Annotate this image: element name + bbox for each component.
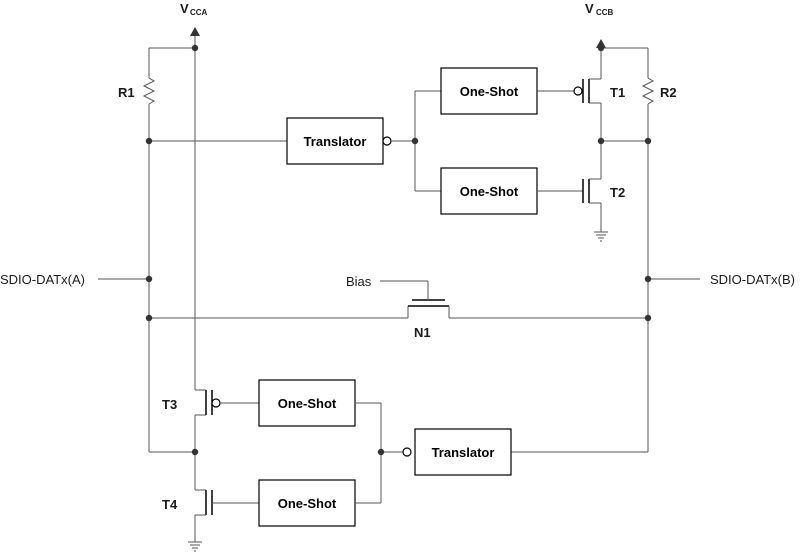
bias-label: Bias (346, 274, 372, 289)
vccb-subscript: CCB (596, 8, 614, 17)
translator-top-label: Translator (304, 134, 367, 149)
translator-bottom: Translator (380, 403, 512, 503)
oneshot-t1: One-Shot (440, 67, 583, 115)
t4-label: T4 (162, 497, 178, 512)
transistor-t1: T1 (582, 78, 625, 179)
oneshot-t3: One-Shot (258, 379, 381, 427)
oneshot-t4: One-Shot (258, 479, 381, 527)
a-side-rail: R1 (118, 47, 195, 453)
transistor-t4: T4 (162, 489, 259, 552)
transistor-t3: T3 (162, 389, 259, 490)
r1-resistor (142, 77, 156, 105)
oneshot-t2: One-Shot (440, 167, 583, 215)
vccb-supply: V CCB (585, 1, 614, 79)
t3-label: T3 (162, 397, 177, 412)
port-a-label: SDIO-DATx(A) (0, 272, 85, 287)
r2-label: R2 (660, 85, 677, 100)
translator-top: Translator (149, 90, 441, 192)
n1-label: N1 (414, 325, 431, 340)
r1-label: R1 (118, 85, 135, 100)
port-b-label: SDIO-DATx(B) (710, 272, 795, 287)
translator-bottom-label: Translator (432, 445, 495, 460)
oneshot-t3-label: One-Shot (278, 396, 337, 411)
vccb-label: V (585, 1, 594, 16)
port-a: SDIO-DATx(A) (0, 272, 149, 287)
oneshot-t1-label: One-Shot (460, 84, 519, 99)
oneshot-t4-label: One-Shot (278, 496, 337, 511)
vcca-label: V (180, 1, 189, 16)
t2-label: T2 (610, 185, 625, 200)
vcca-subscript: CCA (190, 8, 208, 17)
t1-label: T1 (610, 85, 625, 100)
vcca-supply: V CCA (180, 1, 208, 390)
junction-dots (145, 44, 652, 456)
transistor-t2: T2 (582, 178, 625, 242)
oneshot-t2-label: One-Shot (460, 184, 519, 199)
r2-resistor (641, 77, 655, 105)
port-b: SDIO-DATx(B) (648, 272, 795, 287)
pass-transistor-n1: Bias N1 (149, 274, 648, 340)
